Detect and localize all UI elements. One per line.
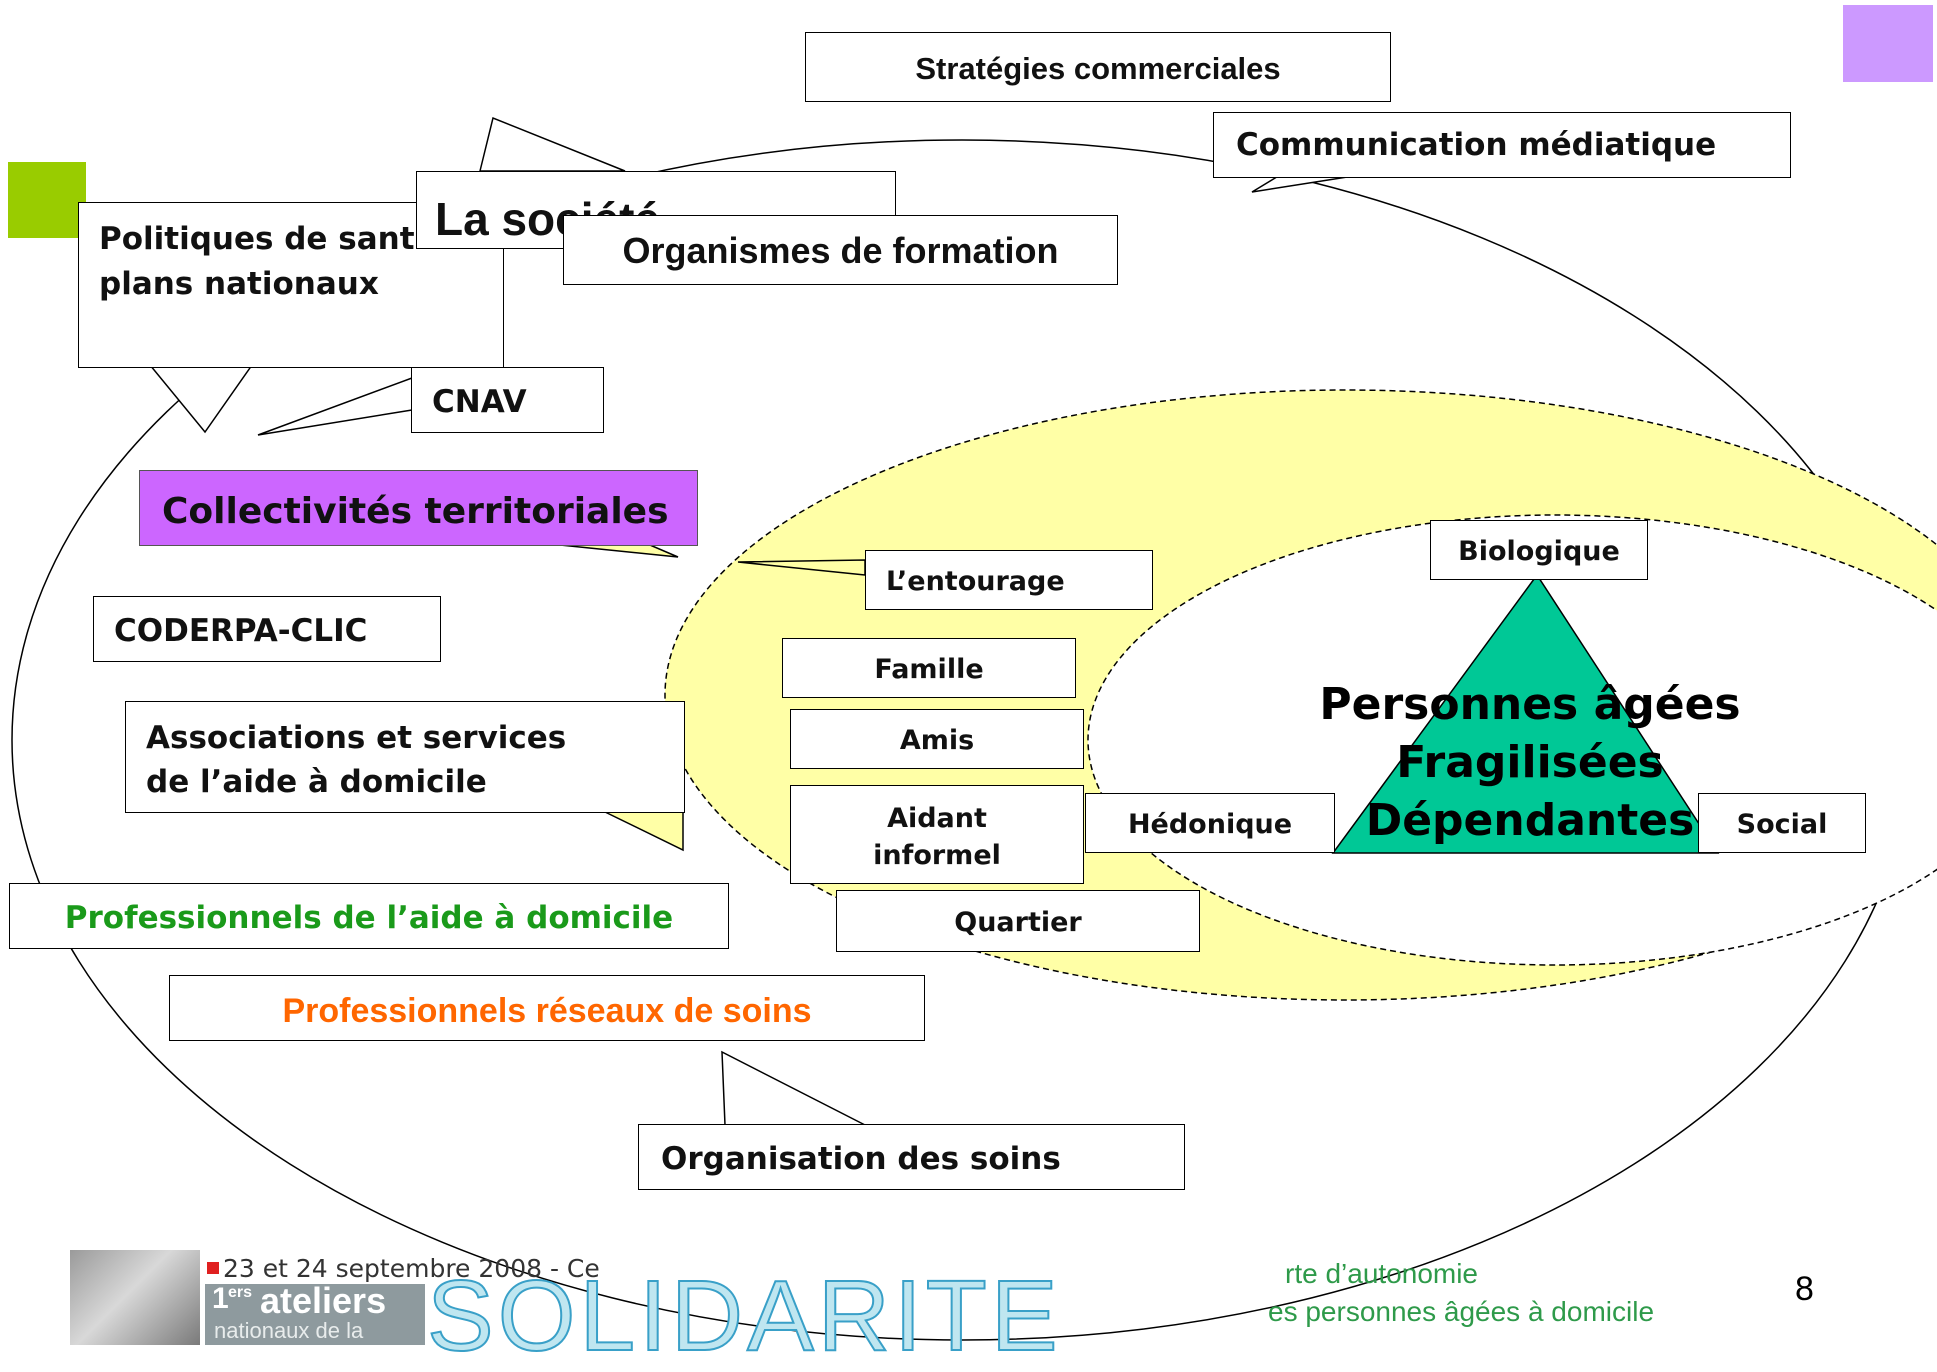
- biologique-label: Biologique: [1458, 536, 1620, 567]
- entourage-label: L’entourage: [886, 566, 1065, 597]
- page-number: 8: [1795, 1270, 1814, 1308]
- collectivites-territoriales-box: Collectivités territoriales: [139, 470, 698, 546]
- associations-line1: Associations et services: [146, 720, 567, 756]
- coderpa-clic-label: CODERPA-CLIC: [114, 613, 368, 649]
- footer-ateliers-word: ateliers: [260, 1280, 387, 1321]
- collectivites-territoriales-label: Collectivités territoriales: [162, 491, 669, 532]
- cnav-label: CNAV: [432, 384, 527, 420]
- aidant-line2: informel: [873, 840, 1001, 871]
- politiques-callout-tail: [148, 364, 254, 434]
- organismes-formation-box: Organismes de formation: [563, 215, 1118, 285]
- footer-ateliers-num: 1: [212, 1282, 229, 1315]
- footer-subtitle-line2: es personnes âgées à domicile: [1268, 1296, 1655, 1327]
- collectivites-callout-tail: [559, 544, 679, 558]
- personnes-agees-label: Personnes âgées Fragilisées Dépendantes: [1280, 676, 1780, 850]
- politiques-sante-line1: Politiques de sant: [99, 221, 415, 257]
- professionnels-reseaux-label: Professionnels réseaux de soins: [282, 992, 812, 1030]
- footer-subtitle-line1: rte d’autonomie: [1285, 1258, 1479, 1289]
- lilac-corner-square: [1843, 5, 1933, 82]
- footer-solidarite-logo: SOLIDARITE: [426, 1260, 1062, 1372]
- coderpa-clic-box: CODERPA-CLIC: [93, 596, 441, 662]
- aidant-informel-box: Aidant informel: [790, 785, 1084, 884]
- organismes-formation-label: Organismes de formation: [622, 230, 1059, 271]
- green-corner-square: [8, 162, 86, 238]
- organisation-soins-box: Organisation des soins: [638, 1124, 1185, 1190]
- footer-date: 23 et 24 septembre 2008 - Ce: [223, 1254, 600, 1283]
- professionnels-reseaux-box: Professionnels réseaux de soins: [169, 975, 925, 1041]
- quartier-box: Quartier: [836, 890, 1200, 952]
- footer-ateliers-sup: ers: [228, 1284, 253, 1301]
- quartier-label: Quartier: [954, 907, 1082, 938]
- famille-box: Famille: [782, 638, 1076, 698]
- organisation-soins-label: Organisation des soins: [661, 1141, 1061, 1177]
- politiques-sante-line2: plans nationaux: [99, 266, 379, 302]
- personnes-agees-line3: Dépendantes: [1365, 795, 1695, 846]
- famille-label: Famille: [874, 654, 984, 685]
- personnes-agees-line1: Personnes âgées: [1319, 679, 1741, 730]
- personnes-agees-line2: Fragilisées: [1396, 737, 1664, 788]
- footer-ateliers-badge: [205, 1284, 425, 1345]
- footer-nationaux: nationaux de la: [214, 1318, 364, 1343]
- cnav-callout-tail: [257, 376, 413, 436]
- amis-box: Amis: [790, 709, 1084, 769]
- footer-photo: [70, 1250, 200, 1345]
- communication-mediatique-label: Communication médiatique: [1236, 127, 1717, 163]
- footer-red-square-icon: [207, 1262, 219, 1274]
- biologique-box: Biologique: [1430, 520, 1648, 580]
- person-triangle: [1331, 573, 1720, 854]
- associations-services-box: Associations et services de l’aide à dom…: [125, 701, 685, 813]
- strategies-commerciales-box: Stratégies commerciales: [805, 32, 1391, 102]
- aidant-line1: Aidant: [887, 803, 987, 834]
- amis-label: Amis: [899, 725, 975, 756]
- hedonique-label: Hédonique: [1127, 809, 1293, 840]
- societe-callout-tail: [479, 116, 626, 172]
- social-box: Social: [1698, 793, 1866, 853]
- social-label: Social: [1736, 809, 1828, 840]
- organisation-callout-tail: [721, 1050, 866, 1126]
- entourage-box: L’entourage: [865, 550, 1153, 610]
- associations-line2: de l’aide à domicile: [146, 764, 487, 800]
- hedonique-box: Hédonique: [1085, 793, 1335, 853]
- professionnels-aide-box: Professionnels de l’aide à domicile: [9, 883, 729, 949]
- strategies-commerciales-label: Stratégies commerciales: [915, 51, 1281, 86]
- communication-mediatique-box: Communication médiatique: [1213, 112, 1791, 178]
- cnav-box: CNAV: [411, 367, 604, 433]
- professionnels-aide-label: Professionnels de l’aide à domicile: [64, 900, 674, 936]
